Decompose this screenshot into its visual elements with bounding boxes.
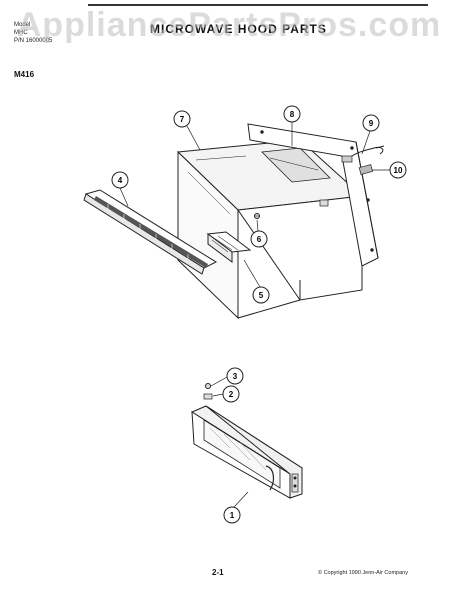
callout-3: 3 [226,367,244,385]
svg-text:10: 10 [394,166,403,175]
front-grille [83,189,218,275]
callout-1: 1 [223,506,241,524]
callout-9: 9 [362,114,380,132]
header-line-3: P/N 16000005 [14,38,53,44]
svg-text:1: 1 [230,511,235,520]
callout-6: 6 [250,230,268,248]
callout-10: 10 [389,161,407,179]
header-line-2: MHC [14,30,28,36]
page-title: MICROWAVE HOOD PARTS [150,22,327,36]
svg-text:8: 8 [290,110,295,119]
svg-text:4: 4 [118,176,123,185]
screw-part [254,213,260,219]
callout-8: 8 [283,105,301,123]
connector-part [358,164,374,175]
svg-text:2: 2 [229,390,234,399]
hinge-parts [203,383,213,400]
page-number: 2-1 [212,568,224,577]
door-assembly [190,405,304,499]
cabinet-wrapper [176,139,364,320]
svg-text:5: 5 [259,291,264,300]
top-rule [88,4,428,6]
callout-7: 7 [173,110,191,128]
header-info: Model MHC P/N 16000005 [14,21,52,45]
callout-5: 5 [252,286,270,304]
callout-4: 4 [111,171,129,189]
copyright-notice: © Copyright 1990 Jenn-Air Company [318,570,408,576]
svg-text:3: 3 [233,372,238,381]
svg-text:7: 7 [180,115,185,124]
header-line-1: Model [14,22,31,28]
model-label: M416 [14,70,35,79]
leader-lines [119,122,390,508]
svg-text:6: 6 [257,235,262,244]
callout-2: 2 [222,385,240,403]
wire-harness [341,145,385,163]
vent-grille [206,231,252,263]
svg-text:9: 9 [369,119,374,128]
